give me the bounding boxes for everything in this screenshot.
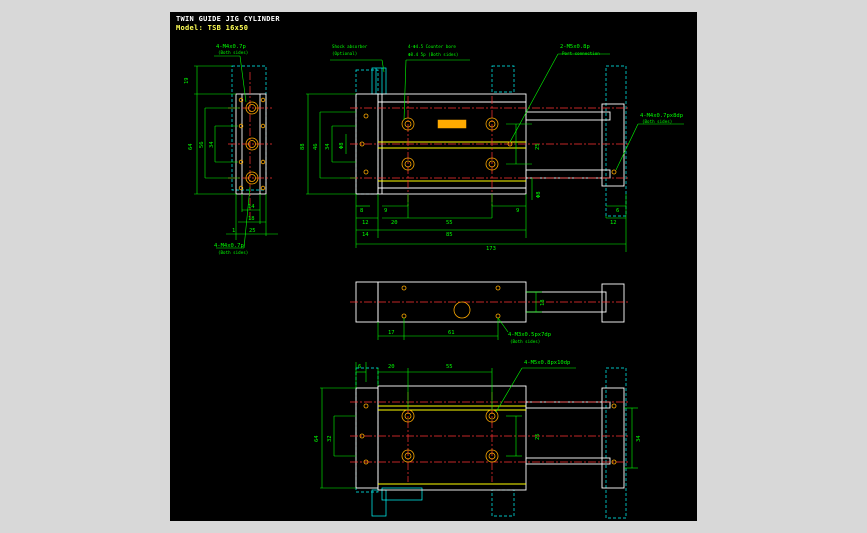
front-dim-46: 46 (313, 143, 319, 150)
top-dim-17: 17 (388, 330, 395, 336)
front-dim-9b: 9 (516, 208, 519, 214)
side-dim-64: 64 (188, 143, 194, 150)
top-dim-18: 18 (540, 299, 546, 306)
bottom-dim-6: 6 (358, 364, 361, 370)
front-dim-173: 173 (486, 246, 496, 252)
front-dim-12: 12 (362, 220, 369, 226)
bottom-callout-tap: 4-M5x0.8px10dp (524, 360, 570, 366)
bottom-dim-55: 55 (446, 364, 453, 370)
front-dim-88: 88 (300, 143, 306, 150)
bottom-dim-25: 25 (535, 433, 541, 440)
side-dim-56: 56 (199, 141, 205, 148)
front-dim-8: 8 (360, 208, 363, 214)
bottom-view: 6 20 55 64 32 25 34 4-M5x0.8px10dp (314, 360, 642, 519)
front-callout-side-tap-sub: (Both sides) (642, 119, 672, 124)
front-dim-25: 25 (535, 143, 541, 150)
drawing-title: TWIN GUIDE JIG CYLINDER (176, 15, 280, 23)
front-callout-port-sub: Port connection (562, 51, 600, 56)
front-dim-d8b: Φ8 (536, 191, 542, 198)
side-callout-top-sub: (Both sides) (218, 50, 248, 55)
side-callout-top: 4-M4x0.7p (216, 44, 246, 50)
side-dim-1: 1 (232, 228, 235, 234)
side-callout-bottom: 4-M4x0.7p (214, 243, 244, 249)
side-dim-18: 18 (248, 216, 255, 222)
front-callout-counterbore: 4-Φ4.5 Counter bore (408, 44, 456, 49)
bottom-dim-34: 34 (636, 435, 642, 442)
name-plate-icon (437, 119, 467, 129)
top-dim-61: 61 (448, 330, 455, 336)
front-dim-12b: 12 (610, 220, 617, 226)
top-center-bore (453, 301, 471, 319)
side-callout-bottom-sub: (Both sides) (218, 250, 248, 255)
side-dim-14: 14 (248, 204, 255, 210)
top-view: 17 61 18 4-M3x0.5px7dp (Both sides) (350, 281, 630, 344)
front-dim-20: 20 (391, 220, 398, 226)
front-callout-counterbore-sub: Φ8.4 5p (Both sides) (408, 52, 458, 57)
front-callout-sensor: Shock absorber (332, 44, 368, 49)
front-dim-14: 14 (362, 232, 369, 238)
front-callout-sensor-sub: (Optional) (332, 51, 357, 56)
front-view: Shock absorber (Optional) 4-Φ4.5 Counter… (300, 44, 684, 252)
front-dim-85: 85 (446, 232, 453, 238)
front-dim-55: 55 (446, 220, 453, 226)
front-dim-d8: Φ8 (339, 142, 345, 149)
front-dim-6: 6 (616, 208, 619, 214)
bottom-dim-32: 32 (327, 435, 333, 442)
top-callout-tap-sub: (Both sides) (510, 339, 540, 344)
bottom-holes (359, 403, 617, 465)
side-dim-25: 25 (249, 228, 256, 234)
bottom-dim-64: 64 (314, 435, 320, 442)
front-callout-port: 2-M5x0.8p (560, 44, 590, 50)
front-callout-side-tap: 4-M4x0.7px8dp (640, 113, 683, 119)
cad-drawing: .o { stroke: #ffffff; fill: none; stroke… (184, 44, 684, 519)
side-dim-19: 19 (184, 77, 190, 84)
side-view: 19 64 56 34 14 18 25 1 4-M4x0.7p (Both s… (184, 44, 278, 255)
top-callout-tap: 4-M3x0.5px7dp (508, 332, 551, 338)
model-label: Model: TSB 16x50 (176, 24, 249, 32)
front-dim-9: 9 (384, 208, 387, 214)
front-holes (359, 113, 617, 175)
side-bore-holes (238, 97, 266, 191)
side-dim-34: 34 (209, 141, 215, 148)
bottom-dim-20: 20 (388, 364, 395, 370)
front-dim-34: 34 (325, 143, 331, 150)
drawing-canvas: TWIN GUIDE JIG CYLINDER Model: TSB 16x50… (170, 12, 697, 521)
